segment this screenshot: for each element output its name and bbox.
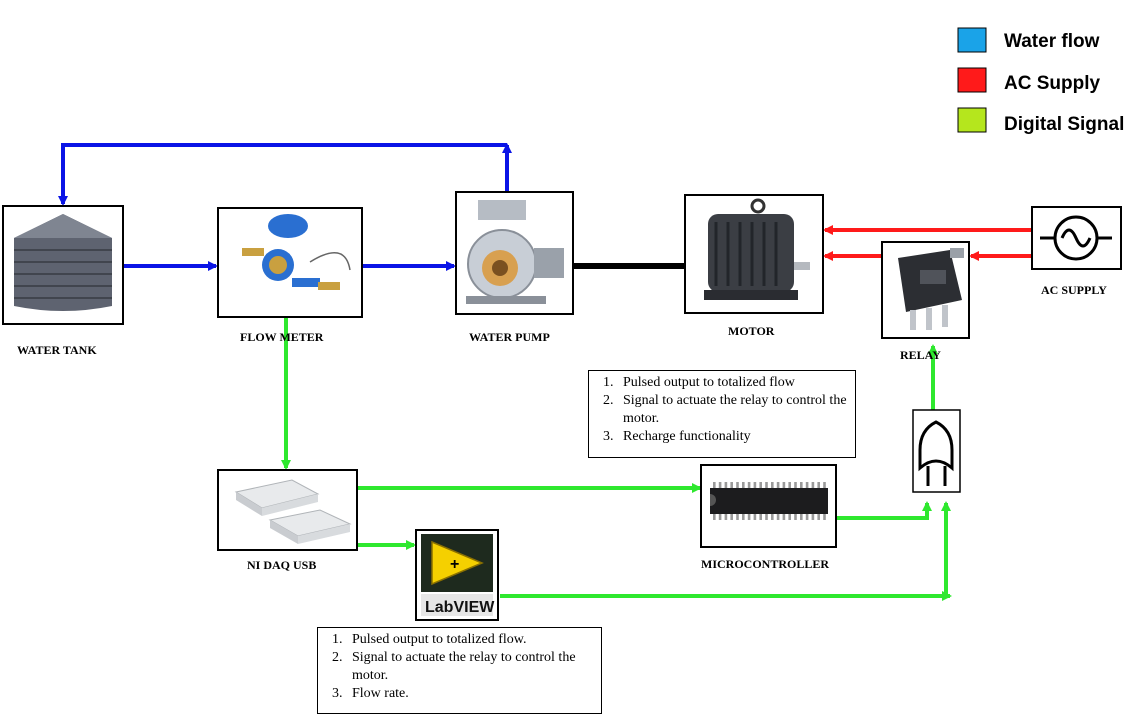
sine-wave-icon — [1060, 228, 1092, 248]
note-item: Pulsed output to totalized flow — [617, 374, 849, 392]
microcontroller: MICROCONTROLLER — [700, 464, 837, 571]
microcontroller-notes-list: Pulsed output to totalized flowSignal to… — [595, 374, 849, 446]
relay-label: RELAY — [900, 348, 941, 362]
ni-daq-usb: NI DAQ USB — [217, 469, 358, 572]
ac-supply-label: AC SUPPLY — [1041, 283, 1107, 297]
water-tank-icon — [14, 214, 112, 311]
logic-gate — [912, 409, 961, 493]
ic-pin — [811, 514, 815, 520]
return-to-tank-line — [58, 143, 507, 206]
ic-pin — [800, 482, 803, 488]
water-pump-label: WATER PUMP — [469, 330, 550, 344]
ic-pin — [788, 514, 791, 520]
water-pump: WATER PUMP — [455, 191, 574, 344]
ic-pin — [805, 482, 809, 488]
ic-pin — [747, 514, 751, 520]
motor: MOTOR — [684, 194, 824, 338]
water-tank: WATER TANK — [2, 205, 124, 357]
legend-swatch-signal — [957, 107, 987, 133]
ic-pin — [823, 482, 826, 488]
legend-swatch-water — [957, 27, 987, 53]
ic-pin — [823, 514, 826, 520]
ic-pin — [782, 514, 786, 520]
ic-pin — [771, 514, 774, 520]
water-flow-lines — [58, 143, 512, 271]
note-item: Recharge functionality — [617, 428, 849, 446]
ic-pin — [817, 482, 820, 488]
ic-pin — [736, 514, 739, 520]
ac-supply-lines — [823, 225, 1031, 261]
ic-pin — [800, 514, 803, 520]
ic-pin — [713, 482, 716, 488]
legend-label-water: Water flow — [1004, 31, 1100, 52]
ic-pin — [782, 482, 786, 488]
or-gate-icon — [918, 420, 954, 472]
ic-pin — [765, 514, 768, 520]
ac-supply: AC SUPPLY — [1031, 206, 1122, 297]
ni-daq-label: NI DAQ USB — [247, 558, 316, 572]
labview-notes-list: Pulsed output to totalized flow.Signal t… — [324, 631, 595, 703]
ic-pin — [713, 514, 716, 520]
ic-pin — [817, 514, 820, 520]
legend-label-ac: AC Supply — [1004, 73, 1100, 94]
ic-pin — [724, 514, 728, 520]
ic-pin — [742, 514, 745, 520]
ic-pin — [718, 514, 722, 520]
ic-chip-icon — [710, 482, 828, 520]
ic-pin — [718, 482, 722, 488]
water-tank-label: WATER TANK — [17, 343, 97, 357]
labview-logo-bar — [421, 594, 493, 616]
ic-pin — [794, 482, 797, 488]
ic-pin — [736, 482, 739, 488]
note-item: Pulsed output to totalized flow. — [346, 631, 595, 649]
labview-logo-text: LabVIEW — [425, 599, 495, 616]
ic-pin — [771, 482, 774, 488]
motor-label: MOTOR — [728, 324, 775, 338]
relay: RELAY — [881, 241, 970, 362]
ic-pin — [765, 482, 768, 488]
ic-pin — [730, 482, 733, 488]
flow-meter-label: FLOW METER — [240, 330, 324, 344]
ic-pin — [805, 514, 809, 520]
mcu-to-gate-arrow — [836, 501, 932, 520]
labview-notes: Pulsed output to totalized flow.Signal t… — [317, 627, 602, 714]
ic-pin — [759, 514, 762, 520]
ic-pin — [747, 482, 751, 488]
ic-pin — [794, 514, 797, 520]
labview-plus-icon: + — [450, 556, 459, 573]
water-meter-icon — [242, 214, 351, 290]
microcontroller-label: MICROCONTROLLER — [701, 557, 829, 571]
ic-pin — [753, 482, 757, 488]
ic-pin — [759, 482, 762, 488]
ic-pin — [730, 514, 733, 520]
legend-label-signal: Digital Signal — [1004, 114, 1124, 135]
digital-signal-lines — [281, 318, 952, 601]
flow-meter: FLOW METER — [217, 207, 363, 344]
labview: + LabVIEW — [415, 529, 499, 621]
labview-triangle-icon — [431, 540, 484, 586]
ic-pin — [742, 482, 745, 488]
note-item: Signal to actuate the relay to control t… — [617, 392, 849, 428]
ic-pin — [811, 482, 815, 488]
ic-pin — [776, 482, 780, 488]
note-item: Flow rate. — [346, 685, 595, 703]
ic-pin — [788, 482, 791, 488]
ic-pin — [753, 514, 757, 520]
legend: Water flow AC Supply Digital Signal — [957, 27, 1124, 135]
relay-icon — [898, 248, 964, 330]
note-item: Signal to actuate the relay to control t… — [346, 649, 595, 685]
electric-motor-icon — [704, 198, 810, 300]
microcontroller-notes: Pulsed output to totalized flowSignal to… — [588, 370, 856, 458]
daq-device-icon — [234, 479, 352, 544]
centrifugal-pump-icon — [466, 200, 564, 304]
legend-swatch-ac — [957, 67, 987, 93]
ic-pin — [724, 482, 728, 488]
ic-pin — [776, 514, 780, 520]
